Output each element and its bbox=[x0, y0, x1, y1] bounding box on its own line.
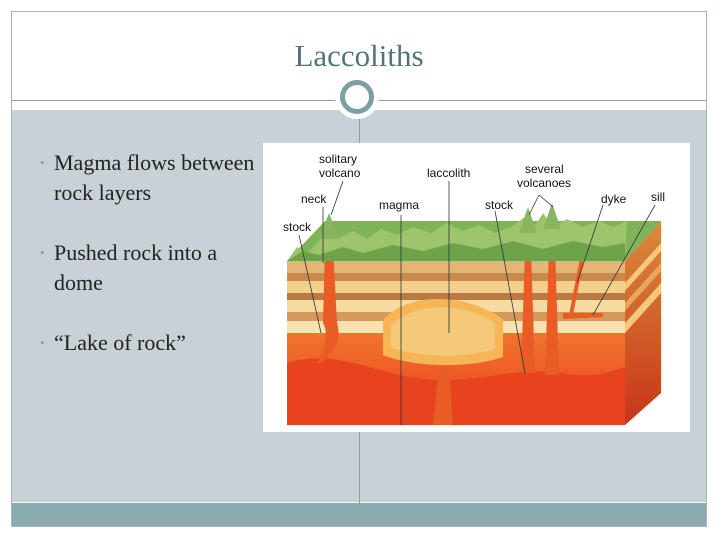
bullet-text: “Lake of rock” bbox=[54, 330, 186, 355]
bullet-item-1: • Magma flows between rock layers bbox=[40, 148, 260, 208]
bullet-marker-icon: • bbox=[40, 335, 45, 350]
magma-chamber bbox=[287, 358, 625, 425]
side-stratum bbox=[625, 283, 661, 333]
label-stock-right: stock bbox=[485, 198, 514, 212]
label-solitary: solitary bbox=[319, 152, 357, 166]
magma-feeder bbox=[433, 367, 453, 425]
label-several: several bbox=[525, 162, 564, 176]
bullet-item-2: • Pushed rock into a dome bbox=[40, 238, 260, 298]
side-stratum bbox=[625, 263, 661, 311]
label-laccolith: laccolith bbox=[427, 166, 470, 180]
volcano-cone bbox=[543, 203, 561, 229]
front-stratum bbox=[287, 261, 625, 273]
bullet-list: • Magma flows between rock layers • Push… bbox=[40, 148, 260, 388]
leader-lines bbox=[298, 180, 656, 425]
front-stratum bbox=[287, 293, 625, 300]
label-sill: sill bbox=[651, 190, 665, 204]
solitary-volcano-cone bbox=[319, 213, 339, 239]
label-dyke: dyke bbox=[601, 192, 627, 206]
foreground-hills bbox=[287, 241, 625, 261]
block-side-face bbox=[625, 221, 661, 425]
ring-ornament-icon bbox=[340, 80, 374, 114]
footer-bar bbox=[12, 503, 706, 526]
bullet-marker-icon: • bbox=[40, 155, 45, 170]
dyke-intrusion bbox=[569, 253, 585, 315]
bullet-text: Magma flows between rock layers bbox=[54, 150, 255, 205]
bullet-text: Pushed rock into a dome bbox=[54, 240, 218, 295]
label-volcano: volcano bbox=[319, 166, 361, 180]
label-magma: magma bbox=[379, 198, 419, 212]
label-stock-left: stock bbox=[283, 220, 312, 234]
bullet-marker-icon: • bbox=[40, 245, 45, 260]
slide-title: Laccoliths bbox=[294, 38, 424, 73]
front-stratum bbox=[287, 273, 625, 281]
label-volcanoes: volcanoes bbox=[517, 176, 571, 190]
stock-conduit bbox=[521, 251, 535, 373]
laccolith-diagram: solitary volcano laccolith several volca… bbox=[263, 143, 690, 432]
volcano-conduit bbox=[545, 247, 559, 375]
laccolith-core bbox=[391, 307, 495, 356]
side-stratum bbox=[625, 243, 661, 291]
neck-conduit bbox=[317, 247, 339, 363]
label-neck: neck bbox=[301, 192, 327, 206]
volcano-cone bbox=[519, 207, 537, 233]
laccolith-diagram-svg: solitary volcano laccolith several volca… bbox=[283, 152, 665, 425]
front-stratum bbox=[287, 281, 625, 293]
bullet-item-3: • “Lake of rock” bbox=[40, 328, 260, 358]
